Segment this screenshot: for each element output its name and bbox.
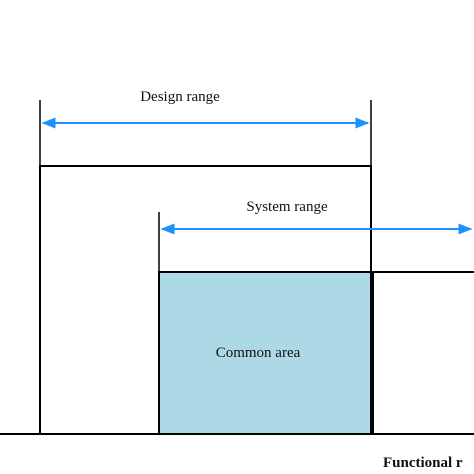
common-area-label: Common area	[216, 345, 301, 361]
common-area-region	[158, 271, 374, 435]
design-range-label: Design range	[140, 89, 220, 105]
system-range-label: System range	[246, 199, 328, 215]
axis-label: Functional r	[383, 455, 463, 471]
